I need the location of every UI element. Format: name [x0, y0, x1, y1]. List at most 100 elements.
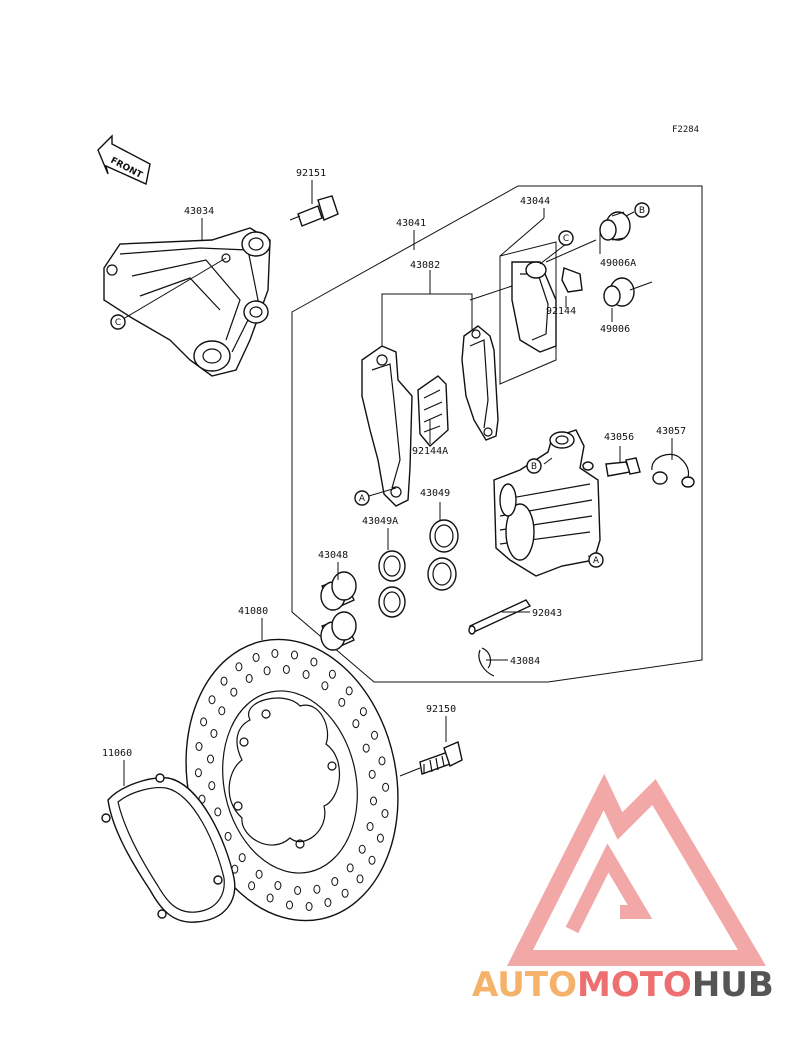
bleeder-cap-part: [651, 453, 695, 488]
disc-hole: [368, 769, 376, 779]
disc-hole: [381, 809, 389, 818]
label-43034: 43034: [184, 206, 214, 217]
label-43056: 43056: [604, 432, 634, 443]
disc-hole: [263, 666, 271, 676]
pin-clip-part: [561, 267, 583, 293]
disc-hole: [245, 674, 253, 683]
svg-text:C: C: [563, 234, 569, 244]
disc-vent-holes: [194, 649, 390, 911]
logo-text-hub: HUB: [692, 965, 774, 1005]
seal-43049a-part: [378, 550, 406, 618]
bolt-92151-part: [289, 195, 339, 227]
disc-hole: [210, 729, 218, 738]
disc-hole: [252, 653, 260, 662]
disc-hole: [218, 706, 226, 716]
disc-hole: [366, 822, 374, 831]
caliper-body-part: [493, 429, 601, 577]
ref-c-pin: C: [558, 230, 574, 246]
label-49006a: 49006A: [600, 258, 636, 269]
label-92144: 92144: [546, 306, 576, 317]
label-43048: 43048: [318, 550, 348, 561]
disc-hole: [310, 657, 318, 667]
caliper-assembly-outline: [291, 185, 703, 683]
label-43049a: 43049A: [362, 516, 398, 527]
disc-hole: [224, 831, 232, 841]
disc-hole: [352, 719, 360, 729]
disc-hole: [376, 833, 384, 843]
brake-disc-part: [185, 638, 399, 922]
label-92151: 92151: [296, 168, 326, 179]
disc-hole: [194, 768, 202, 778]
label-92150: 92150: [426, 704, 456, 715]
automotohub-logo-mark: [506, 773, 767, 966]
label-43041: 43041: [396, 218, 426, 229]
svg-text:A: A: [593, 556, 600, 566]
pad-pin-part: [468, 599, 532, 635]
disc-hole: [271, 649, 279, 658]
disc-hole: [255, 869, 263, 879]
disc-hole: [338, 697, 346, 707]
disc-hole: [313, 884, 321, 894]
figure-code: F2284: [672, 125, 699, 135]
seal-43049-part: [427, 519, 459, 591]
label-43084: 43084: [510, 656, 540, 667]
disc-gasket-part: [101, 773, 236, 923]
disc-hole: [220, 676, 228, 686]
caliper-bracket-part: [103, 227, 271, 377]
front-arrow-icon: FRONT: [97, 134, 151, 185]
disc-hole: [235, 662, 243, 672]
bolt-92150-part: [399, 741, 463, 777]
disc-hole: [370, 796, 377, 806]
disc-hole: [282, 665, 290, 674]
label-92144a: 92144A: [412, 446, 448, 457]
disc-hole: [345, 686, 353, 696]
disc-hole: [362, 743, 370, 753]
disc-hole: [230, 687, 238, 697]
disc-hole: [207, 754, 214, 764]
disc-hole: [214, 807, 222, 817]
logo-text-auto: AUTO: [472, 965, 577, 1005]
svg-text:C: C: [115, 318, 121, 328]
disc-hole: [286, 900, 293, 910]
brake-pad-left-part: [361, 345, 413, 507]
disc-hole: [195, 742, 203, 751]
label-43082: 43082: [410, 260, 440, 271]
svg-text:AUTOMOTOHUB: AUTOMOTOHUB: [472, 965, 774, 1005]
disc-hole: [346, 863, 354, 873]
brake-pad-right-part: [461, 325, 499, 441]
label-11060: 11060: [102, 748, 132, 759]
disc-hole: [248, 881, 256, 891]
disc-hole: [274, 881, 282, 890]
label-49006: 49006: [600, 324, 630, 335]
disc-hole: [305, 902, 313, 911]
logo-text-moto: MOTO: [577, 965, 692, 1005]
anti-rattle-shim-part: [417, 375, 449, 448]
disc-hole: [358, 844, 366, 854]
ref-b-caliper: B: [526, 458, 542, 474]
bleeder-valve-part: [605, 457, 641, 477]
disc-hole: [208, 781, 216, 791]
boot-49006a-part: [599, 211, 631, 241]
label-41080: 41080: [238, 606, 268, 617]
disc-hole: [382, 782, 390, 792]
disc-hole: [238, 853, 246, 863]
disc-hole: [266, 893, 274, 903]
disc-hole: [368, 855, 376, 865]
svg-text:B: B: [531, 462, 537, 472]
label-43044: 43044: [520, 196, 550, 207]
r-clip-part: [478, 647, 495, 677]
svg-text:A: A: [359, 494, 366, 504]
disc-hole: [208, 695, 216, 705]
ref-b-boot: B: [634, 202, 650, 218]
disc-hole: [200, 717, 208, 727]
disc-hole: [302, 670, 310, 679]
ref-a-pad: A: [354, 490, 370, 506]
label-92043: 92043: [532, 608, 562, 619]
ref-a-caliper: A: [588, 552, 604, 568]
pad-spring-part: [469, 239, 597, 353]
automotohub-logo: AUTOMOTOHUB: [472, 773, 774, 1005]
disc-hole: [324, 898, 332, 907]
disc-hole: [371, 730, 378, 740]
svg-text:B: B: [639, 206, 645, 216]
